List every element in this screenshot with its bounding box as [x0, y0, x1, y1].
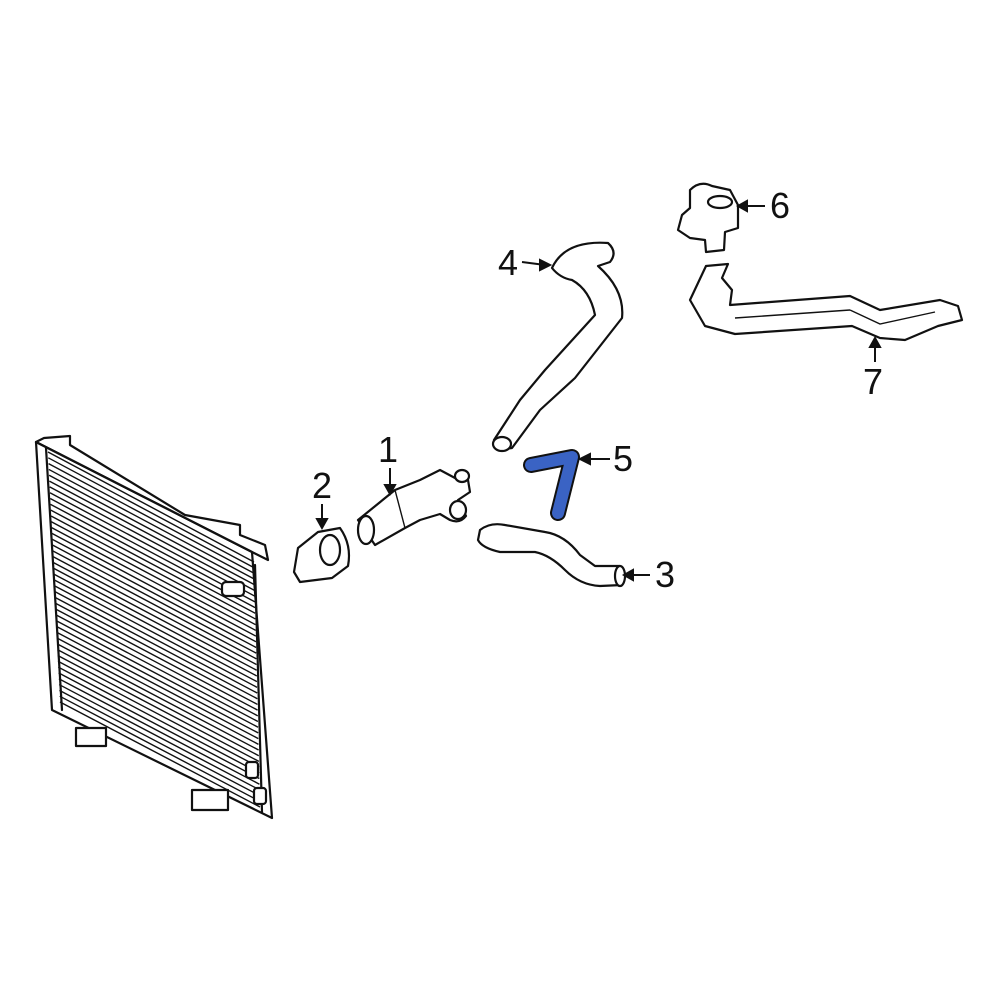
callout-7: 7 [863, 361, 884, 402]
callout-6: 6 [770, 185, 791, 226]
condenser [34, 434, 274, 820]
pump-bracket-drawing [292, 526, 351, 584]
lower-hose-drawing [476, 523, 627, 588]
callout-5: 5 [613, 438, 634, 479]
leader-arrows [315, 199, 882, 582]
water-pump-drawing [356, 468, 472, 547]
heater-pipes-drawing [688, 262, 964, 342]
callout-3: 3 [655, 554, 676, 595]
heater-valve-drawing [676, 182, 740, 254]
elbow-hose-highlighted [523, 449, 580, 521]
callout-1: 1 [378, 429, 399, 470]
callout-2: 2 [312, 465, 333, 506]
callout-4: 4 [498, 242, 519, 283]
upper-hose-drawing [491, 241, 624, 453]
